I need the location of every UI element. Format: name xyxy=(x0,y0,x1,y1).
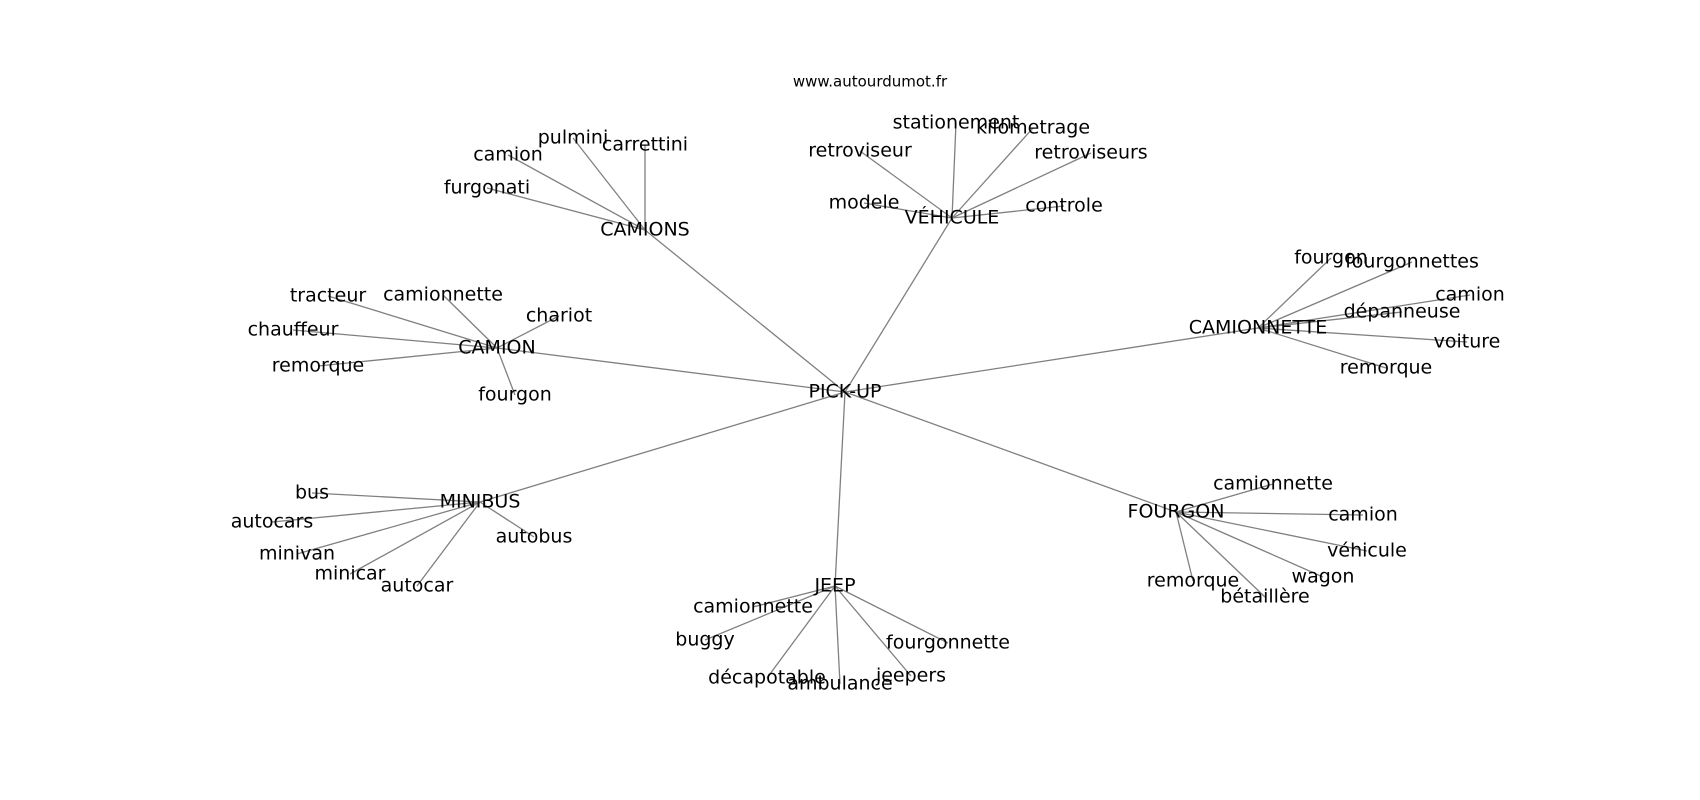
edge-center-hub xyxy=(644,229,846,393)
edge-hub-leaf xyxy=(327,295,498,349)
leaf-node: fourgon xyxy=(1294,247,1368,269)
edge-hub-leaf xyxy=(271,501,481,523)
hub-node: MINIBUS xyxy=(440,491,521,513)
leaf-node: camion xyxy=(473,144,543,166)
edge-hub-leaf xyxy=(863,202,953,219)
edge-center-hub xyxy=(479,391,846,503)
source-label: www.autourdumot.fr xyxy=(793,73,948,91)
leaf-node: bétaillère xyxy=(1220,586,1309,608)
leaf-node: fourgonnette xyxy=(886,632,1010,654)
leaf-node: buggy xyxy=(675,629,734,651)
leaf-node: retroviseur xyxy=(808,140,912,162)
edge-center-hub xyxy=(844,327,1259,393)
leaf-node: pulmini xyxy=(538,127,609,149)
edge-hub-leaf xyxy=(859,150,953,219)
hub-node: FOURGON xyxy=(1128,501,1225,523)
edge-hub-leaf xyxy=(951,205,1065,219)
leaf-node: retroviseurs xyxy=(1034,142,1147,164)
graph-labels: PICK-UPCAMIONScamionpulminicarrettinifur… xyxy=(231,112,1505,695)
leaf-node: minicar xyxy=(314,563,385,585)
edge-center-hub xyxy=(844,391,1177,513)
edge-hub-leaf xyxy=(1175,511,1266,598)
leaf-node: décapotable xyxy=(708,667,826,689)
edge-hub-leaf xyxy=(951,122,957,219)
leaf-node: ambulance xyxy=(787,673,892,695)
hub-node: VÉHICULE xyxy=(905,206,1000,229)
edge-hub-leaf xyxy=(486,187,646,231)
edge-hub-leaf xyxy=(296,501,481,555)
leaf-node: camion xyxy=(1328,504,1398,526)
edge-hub-leaf xyxy=(1175,511,1194,582)
edge-hub-leaf xyxy=(311,492,481,503)
edge-hub-leaf xyxy=(752,585,836,608)
hub-node: CAMIONNETTE xyxy=(1189,317,1328,339)
graph-edges xyxy=(271,122,1471,685)
edge-hub-leaf xyxy=(1257,327,1468,343)
leaf-node: bus xyxy=(295,482,329,504)
leaf-node: kilometrage xyxy=(976,117,1090,139)
edge-hub-leaf xyxy=(1175,511,1368,552)
edge-hub-leaf xyxy=(1175,483,1274,513)
leaf-node: controle xyxy=(1025,195,1103,217)
leaf-node: autobus xyxy=(496,526,573,548)
edge-hub-leaf xyxy=(317,347,498,367)
leaf-node: fourgonnettes xyxy=(1345,251,1479,273)
edge-center-hub xyxy=(844,217,953,393)
leaf-node: remorque xyxy=(1340,357,1433,379)
leaf-node: carrettini xyxy=(602,134,688,156)
leaf-node: voiture xyxy=(1434,331,1501,353)
edge-hub-leaf xyxy=(1257,327,1387,369)
leaf-node: furgonati xyxy=(444,177,530,199)
leaf-node: camionnette xyxy=(383,284,503,306)
edge-hub-leaf xyxy=(951,152,1092,219)
edge-hub-leaf xyxy=(1175,511,1364,516)
edge-hub-leaf xyxy=(292,329,498,349)
leaf-node: camion xyxy=(1435,284,1505,306)
leaf-node: minivan xyxy=(259,543,335,565)
edge-hub-leaf xyxy=(1175,511,1324,578)
leaf-node: remorque xyxy=(272,355,365,377)
edge-hub-leaf xyxy=(442,294,498,349)
leaf-node: tracteur xyxy=(290,285,367,307)
hub-node: CAMION xyxy=(458,337,535,359)
edge-hub-leaf xyxy=(834,585,949,644)
edge-hub-leaf xyxy=(1257,261,1413,329)
leaf-node: véhicule xyxy=(1327,540,1407,562)
hub-node: JEEP xyxy=(813,575,855,597)
leaf-node: chauffeur xyxy=(248,319,339,341)
edge-center-hub xyxy=(496,347,846,393)
leaf-node: wagon xyxy=(1292,566,1355,588)
leaf-node: stationement xyxy=(893,112,1020,134)
edge-hub-leaf xyxy=(572,137,646,231)
edge-hub-leaf xyxy=(1257,311,1403,329)
leaf-node: chariot xyxy=(526,305,592,327)
edge-hub-leaf xyxy=(507,154,646,231)
edge-hub-leaf xyxy=(1257,257,1332,329)
edge-hub-leaf xyxy=(416,501,481,587)
edge-hub-leaf xyxy=(496,347,516,396)
leaf-node: jeepers xyxy=(875,665,946,687)
leaf-node: dépanneuse xyxy=(1344,301,1461,323)
hub-node: CAMIONS xyxy=(600,219,690,241)
edge-hub-leaf xyxy=(479,501,535,538)
leaf-node: fourgon xyxy=(478,384,552,406)
edge-hub-leaf xyxy=(496,315,560,349)
edge-hub-leaf xyxy=(704,585,836,641)
leaf-node: autocar xyxy=(381,575,454,597)
leaf-node: remorque xyxy=(1147,570,1240,592)
edge-hub-leaf xyxy=(834,585,912,677)
edge-hub-leaf xyxy=(766,585,836,679)
leaf-node: camionnette xyxy=(1213,473,1333,495)
edge-center-hub xyxy=(834,391,846,587)
leaf-node: modele xyxy=(829,192,900,214)
edge-hub-leaf xyxy=(349,501,481,575)
edge-hub-leaf xyxy=(1257,294,1471,329)
center-node: PICK-UP xyxy=(808,381,881,403)
leaf-node: autocars xyxy=(231,511,314,533)
edge-hub-leaf xyxy=(834,585,841,685)
edge-hub-leaf xyxy=(951,127,1034,219)
leaf-node: camionnette xyxy=(693,596,813,618)
